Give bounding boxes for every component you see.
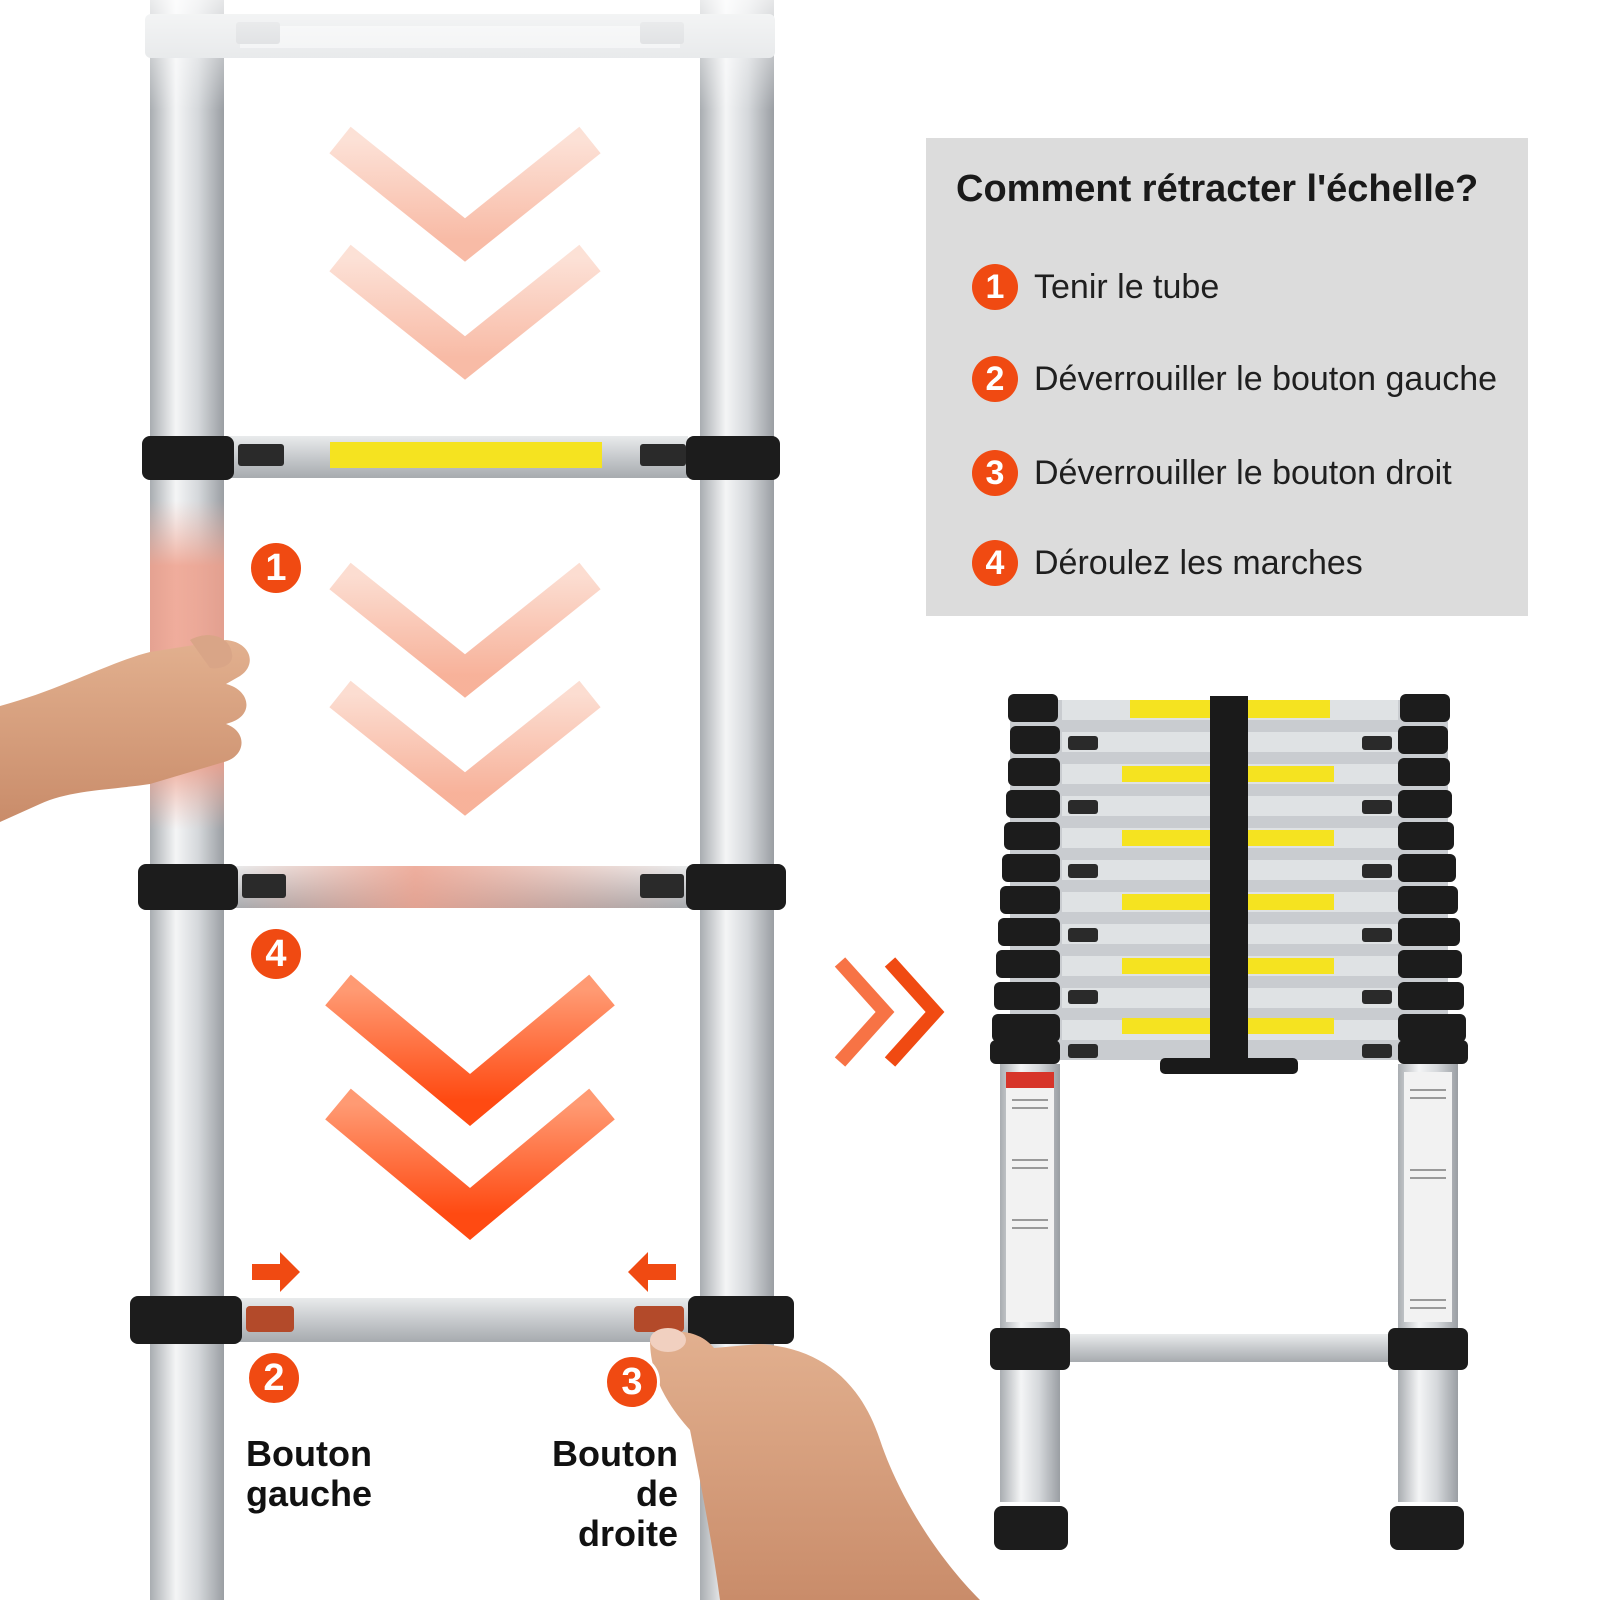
label-line: Bouton [552,1433,678,1474]
label-line: gauche [246,1473,373,1514]
step-text: Déverrouiller le bouton droit [1034,453,1452,492]
right-button-label: Bouton de droite [540,1434,678,1554]
badge-step-4: 4 [248,926,304,982]
label-line: Bouton [246,1433,372,1474]
label-line: de droite [577,1473,678,1554]
step-1: 1 Tenir le tube [972,262,1219,312]
step-3: 3 Déverrouiller le bouton droit [972,448,1452,498]
step-number-badge: 3 [972,450,1018,496]
left-hand [0,640,250,822]
instructions-panel: Comment rétracter l'échelle? 1 Tenir le … [926,138,1528,616]
panel-title: Comment rétracter l'échelle? [956,168,1479,210]
step-4: 4 Déroulez les marches [972,538,1363,588]
badge-step-2: 2 [246,1350,302,1406]
step-2: 2 Déverrouiller le bouton gauche [972,354,1497,404]
right-hand [650,1331,980,1600]
arrow-right-icon [252,1252,300,1292]
step-text: Déroulez les marches [1034,543,1363,582]
step-number-badge: 1 [972,264,1018,310]
step-number-badge: 4 [972,540,1018,586]
arrow-left-icon [628,1252,676,1292]
badge-step-1: 1 [248,540,304,596]
step-text: Tenir le tube [1034,267,1220,306]
compact-ladder [990,694,1468,1550]
badge-step-3: 3 [604,1354,660,1410]
step-text: Déverrouiller le bouton gauche [1034,359,1498,398]
left-button-label: Bouton gauche [246,1434,372,1514]
step-number-badge: 2 [972,356,1018,402]
